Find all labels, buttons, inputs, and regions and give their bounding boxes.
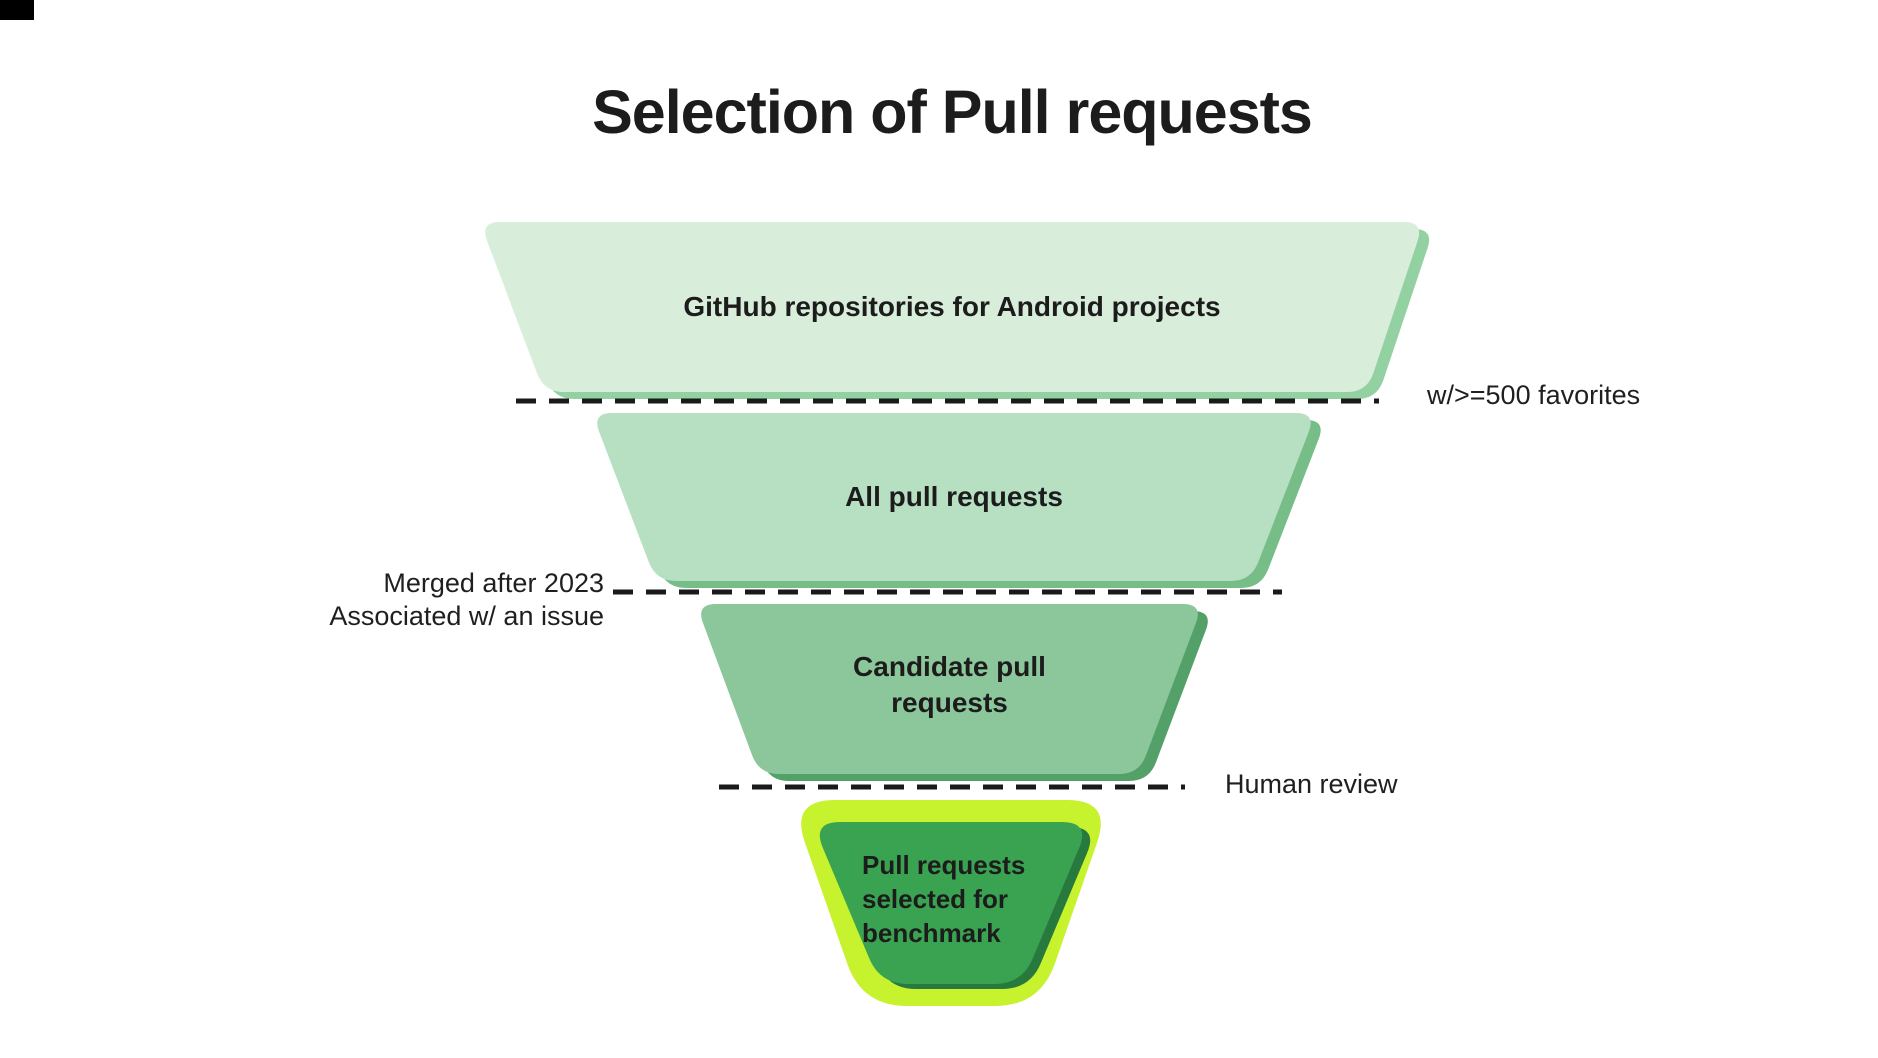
funnel-stage-1-shape xyxy=(485,222,1420,392)
stage-4-label-line: benchmark xyxy=(862,918,1001,948)
stage-3-label: Candidate pull requests xyxy=(696,600,1203,770)
stage-1-label-line: GitHub repositories for Android projects xyxy=(683,291,1221,322)
funnel-stage-2-shape xyxy=(597,413,1311,581)
screen-corner-artifact xyxy=(0,0,34,20)
stage-2-label: All pull requests xyxy=(592,413,1316,581)
stage-3-label-line: requests xyxy=(891,687,1008,718)
funnel-stage-4-shape xyxy=(819,822,1083,984)
filter-human-review-line: Human review xyxy=(1225,769,1398,799)
filter-favorites-label: w/>=500 favorites xyxy=(1427,379,1640,412)
filter-human-review-label: Human review xyxy=(1225,768,1398,801)
stage-4-label-line: Pull requests xyxy=(862,850,1026,880)
stage-2-label-line: All pull requests xyxy=(845,481,1063,512)
page-title: Selection of Pull requests xyxy=(592,78,1313,146)
stage-1-label: GitHub repositories for Android projects xyxy=(480,222,1424,392)
filter-favorites-line: w/>=500 favorites xyxy=(1427,380,1641,410)
stage-3-label-line: Candidate pull xyxy=(853,651,1046,682)
filter-issue-line: Associated w/ an issue xyxy=(329,601,604,631)
stage-4-label-line: selected for xyxy=(862,884,1008,914)
stage-4-label: Pull requests selected for benchmark xyxy=(862,848,1122,950)
filter-merged-line: Merged after 2023 xyxy=(383,568,604,598)
funnel-stage-3-shape xyxy=(701,604,1198,774)
filter-merged-issue-label: Merged after 2023 Associated w/ an issue xyxy=(204,567,604,633)
